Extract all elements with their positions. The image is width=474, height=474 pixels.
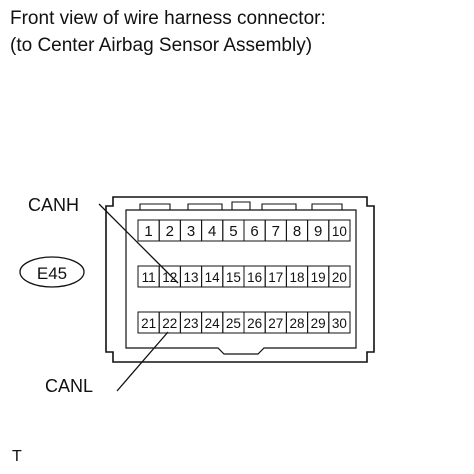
pin-label-3: 3 bbox=[187, 223, 195, 240]
pin-label-9: 9 bbox=[314, 223, 322, 240]
pin-label-14: 14 bbox=[205, 270, 221, 285]
pin-label-5: 5 bbox=[229, 223, 237, 240]
pin-label-26: 26 bbox=[247, 316, 262, 331]
pin-label-2: 2 bbox=[166, 223, 174, 240]
pin-label-20: 20 bbox=[332, 270, 347, 285]
diagram-title-line-2: (to Center Airbag Sensor Assembly) bbox=[10, 35, 313, 56]
pin-cell-20 bbox=[328, 265, 351, 288]
diagram-title-line-1: Front view of wire harness connector: bbox=[10, 8, 326, 29]
pin-label-7: 7 bbox=[272, 223, 280, 240]
connector-code-oval bbox=[19, 256, 85, 288]
pin-label-16: 16 bbox=[247, 270, 262, 285]
pin-label-21: 21 bbox=[141, 316, 156, 331]
pin-label-6: 6 bbox=[250, 223, 258, 240]
pin-label-24: 24 bbox=[205, 316, 221, 331]
pin-label-25: 25 bbox=[226, 316, 241, 331]
pin-label-29: 29 bbox=[311, 316, 326, 331]
pin-label-12: 12 bbox=[162, 270, 177, 285]
pin-label-19: 19 bbox=[311, 270, 326, 285]
figure-code: T bbox=[12, 448, 22, 465]
canh-leader-line bbox=[98, 203, 179, 284]
connector-code-label: E45 bbox=[37, 264, 67, 283]
pin-label-11: 11 bbox=[142, 270, 156, 285]
canh-label: CANH bbox=[28, 195, 79, 215]
pin-label-18: 18 bbox=[289, 270, 304, 285]
pin-cell-10 bbox=[328, 219, 351, 242]
connector-top-latches bbox=[139, 201, 343, 210]
pin-label-17: 17 bbox=[268, 270, 283, 285]
pin-label-27: 27 bbox=[268, 316, 283, 331]
connector-housing bbox=[105, 196, 375, 363]
pin-cell-30 bbox=[328, 311, 351, 334]
canl-leader-line bbox=[116, 331, 169, 392]
pin-label-13: 13 bbox=[183, 270, 198, 285]
pin-label-22: 22 bbox=[162, 316, 177, 331]
pin-label-1: 1 bbox=[144, 223, 152, 240]
pin-label-28: 28 bbox=[289, 316, 304, 331]
pin-label-8: 8 bbox=[293, 223, 301, 240]
canl-label: CANL bbox=[45, 376, 93, 396]
pin-label-30: 30 bbox=[332, 316, 347, 331]
connector-inner-frame bbox=[125, 209, 357, 355]
pin-label-15: 15 bbox=[226, 270, 241, 285]
pin-label-4: 4 bbox=[208, 223, 216, 240]
pin-label-10: 10 bbox=[332, 224, 347, 239]
pin-label-23: 23 bbox=[183, 316, 198, 331]
